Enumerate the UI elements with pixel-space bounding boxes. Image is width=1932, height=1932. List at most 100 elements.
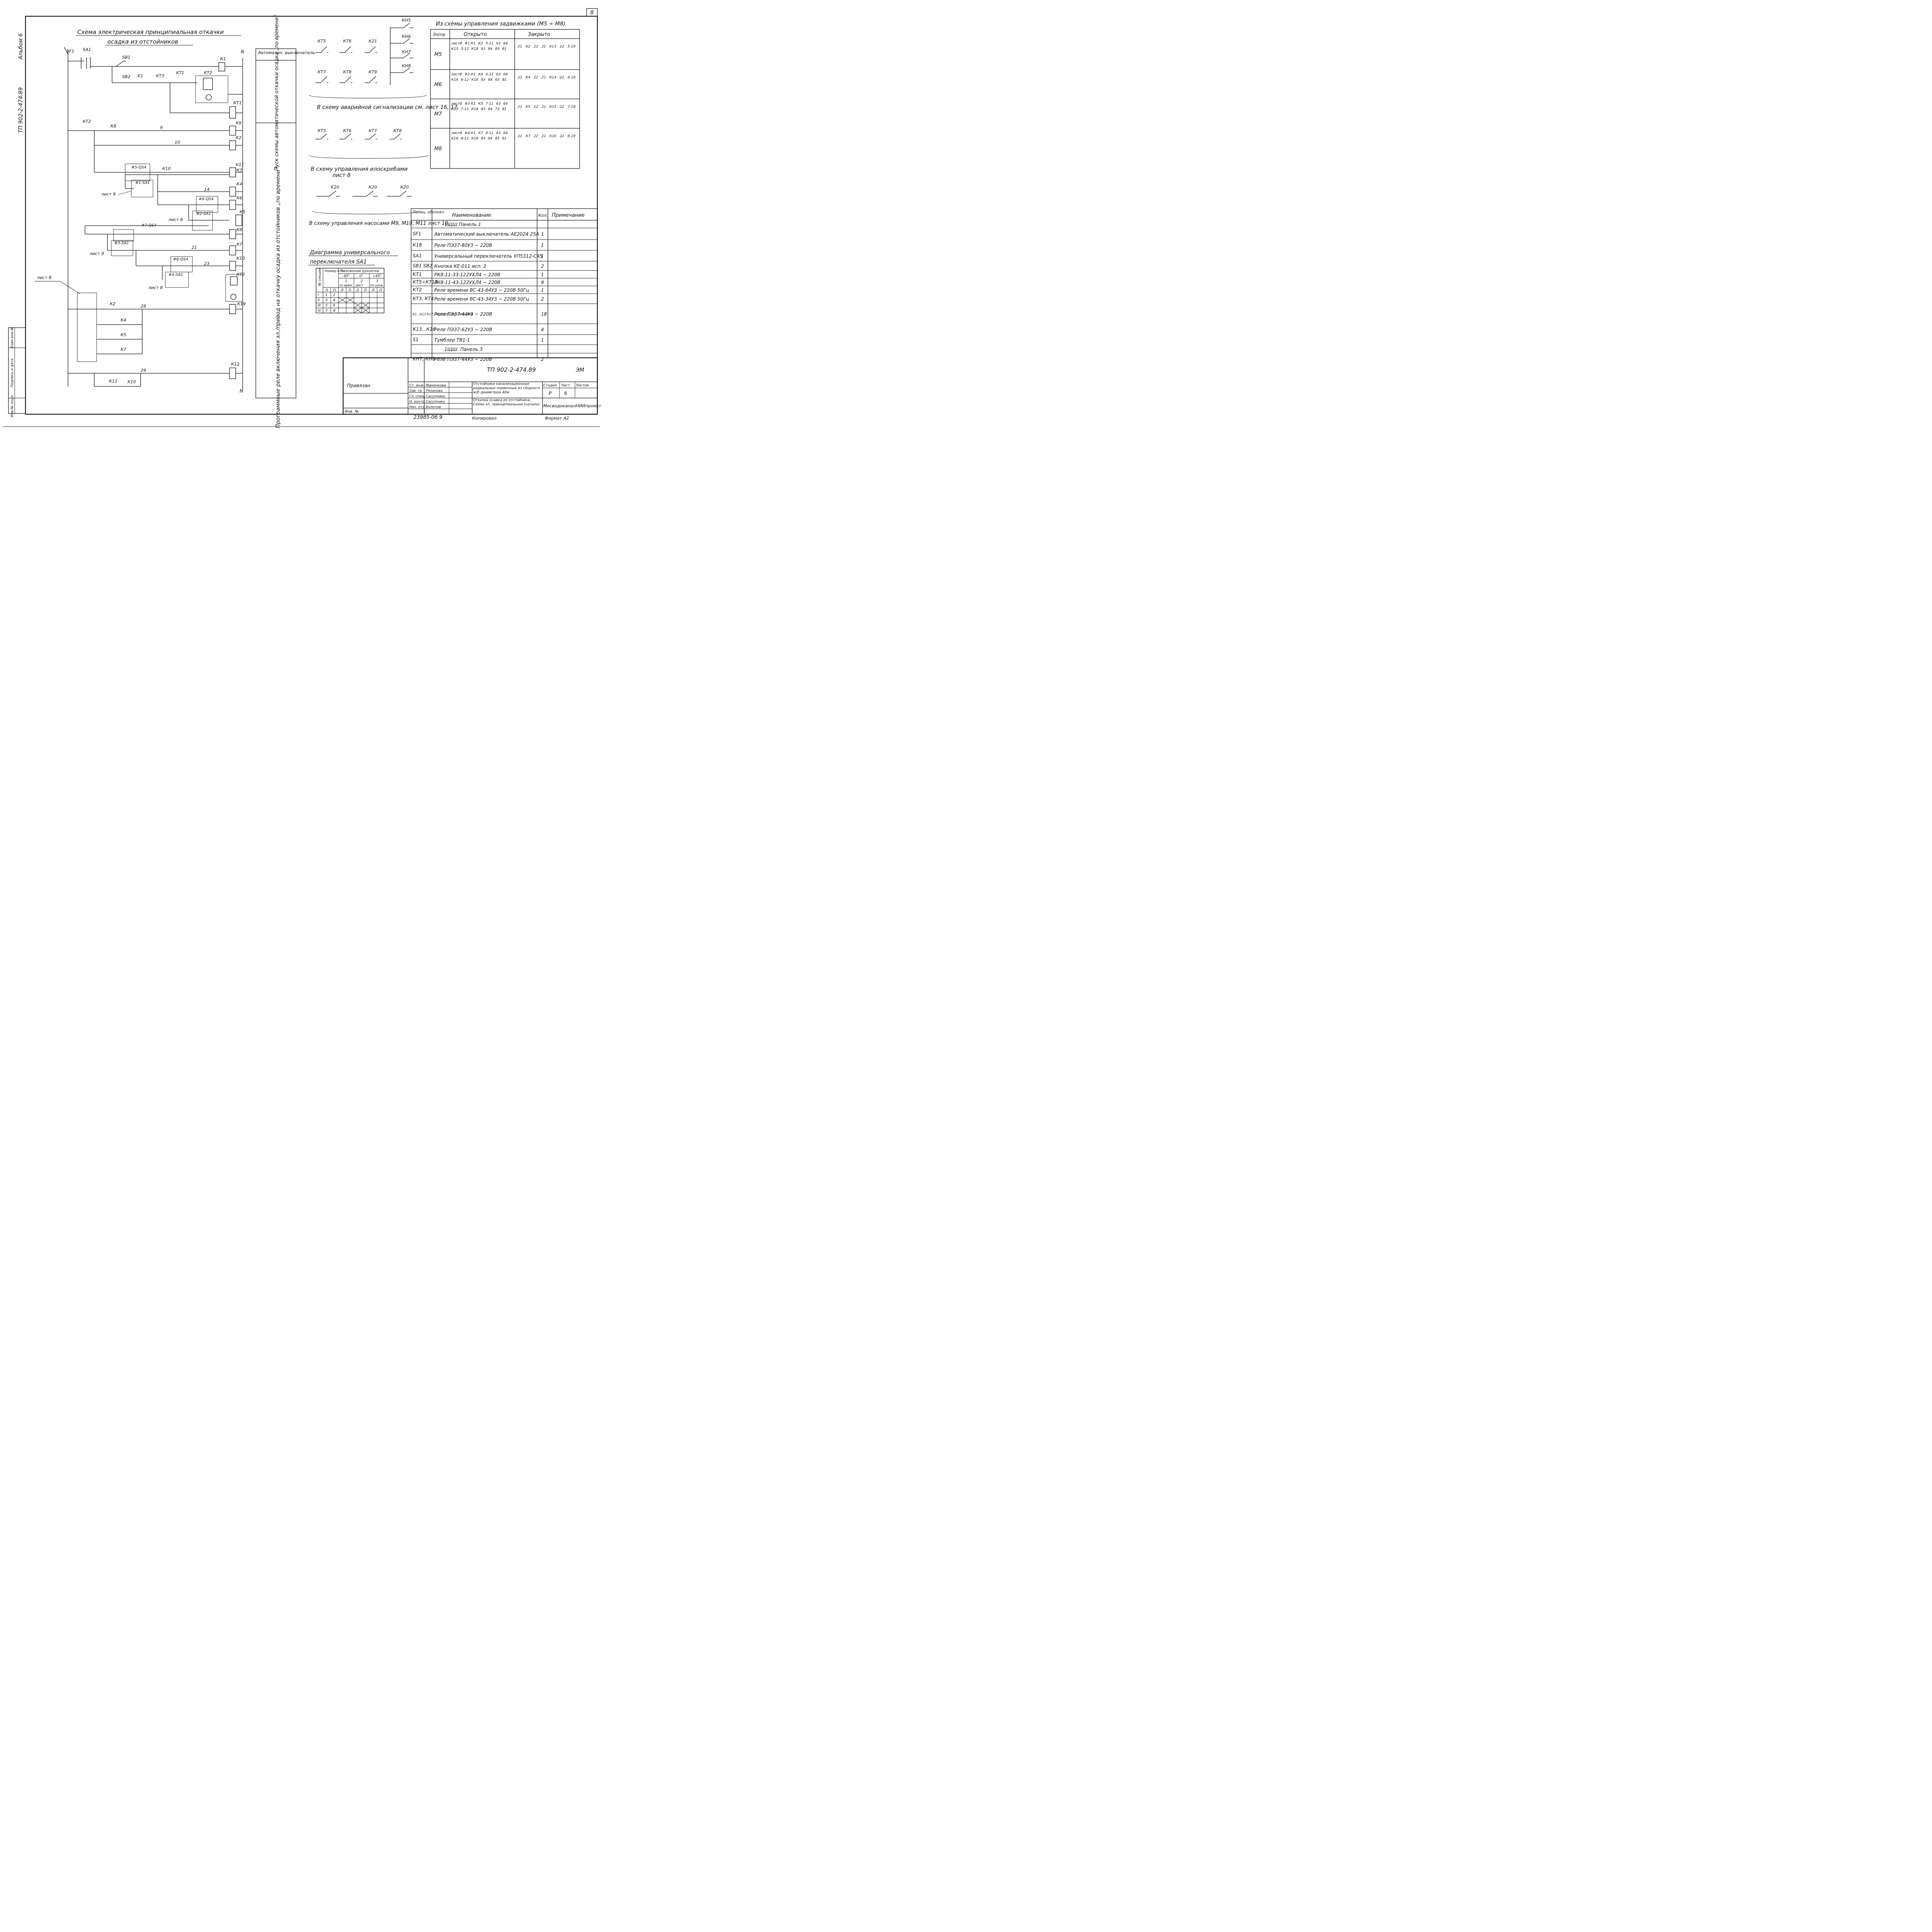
tb-stage: Р: [549, 391, 552, 396]
spec-row-name: Реле времени ВС-43-34У3 ~ 220В 50Гц: [434, 296, 529, 302]
sa1-row-contact-r: 4: [333, 299, 335, 303]
label-sb2: SB2: [122, 74, 131, 79]
kh7-label: КН7: [402, 49, 411, 54]
sheet-number-box: [586, 8, 598, 17]
spec-row-pos: К13...К16: [413, 327, 435, 332]
sa1-row-contact-l: 3: [325, 299, 328, 303]
spec-row-qty: 1: [541, 287, 544, 293]
wire-29: 29: [141, 368, 146, 373]
side-stamp-replace: Взам.инв.№: [10, 327, 14, 348]
sa1-closed-mark: [354, 302, 362, 308]
wire-21: 21: [192, 245, 197, 250]
sa1-pos-2: 0°: [359, 274, 363, 278]
spec-row-qty: 1: [541, 272, 544, 277]
spec-row-name: Реле времени ВС-43-64У3 ~ 220В 50Гц: [434, 287, 529, 293]
alarm-kt5: КТ5: [318, 128, 326, 133]
timer-contacts: КТ5 КТ6 К21 КТ7 КТ8 КТ9 КН5 КН6 КН7 КН8: [309, 18, 427, 99]
wire-10: 10: [175, 140, 180, 145]
coil-k19: К19: [237, 301, 246, 306]
alarm-kt8: КТ8: [393, 128, 402, 133]
diagram-title-line2: осадка из отстойников: [107, 38, 178, 45]
scraper-contacts: К20 К20 К20: [312, 185, 420, 214]
note-scrapers-sheet: лист 8: [332, 172, 350, 179]
coil-k3: К3: [236, 168, 242, 173]
sa1-sub-header: П: [349, 289, 351, 293]
valve-open-text: лист8 #1-К1 К2 5-11 63 64 К13 5-12 К18 8…: [451, 42, 508, 51]
valve-row-open: лист8 #3-К1 К5 7-11 63 64 К15 7-12 К18 8…: [451, 102, 508, 111]
tb-name-1: Рязанова: [426, 389, 442, 393]
valve-row-id: М7: [434, 111, 442, 117]
kt6-label: КТ6: [343, 39, 352, 44]
spec-row-pos: SB1 SB2: [413, 263, 432, 269]
valve-close-text: 21 К7 22 21 К16 22 8-19: [518, 134, 576, 138]
sa1-closed-mark: [361, 302, 370, 308]
sheet-number: 8: [590, 10, 594, 16]
tb-doc-number: 23985-06 9: [413, 415, 442, 420]
column-box-low: Программные реле включения эл./привод на…: [275, 167, 281, 428]
label-k10-a: К10: [162, 166, 171, 171]
valve-head-open: Открыто: [464, 32, 487, 37]
spec-head-qty: Кол.: [538, 213, 548, 218]
spec-row-pos: S1: [413, 337, 418, 342]
spec-row-qty: 2: [541, 264, 544, 269]
sa1-posnum-2: 2: [361, 279, 363, 283]
sa1-head-contact: Номер к-та: [325, 269, 345, 273]
valve-row-open: лист8 #4-К1 К7 8-11 63 64 К16 8-12 К18 8…: [451, 131, 508, 141]
sa1-row-contact-l: 5: [325, 304, 328, 308]
scraper-k20-c: К20: [400, 185, 409, 190]
alarm-kt7: КТ7: [369, 128, 377, 133]
sa1-posnum-1: 1: [345, 279, 347, 283]
spec-row-qty: 18: [541, 311, 547, 317]
sa1-row-section: II: [318, 299, 320, 303]
valve-close-text: 21 К4 22 21 К14 22 6-19: [518, 76, 576, 80]
qs5: #5-QS4: [131, 165, 146, 170]
spec-row-qty: 9: [541, 280, 544, 285]
tb-description-1: Отстойники канализационные радиальные пе…: [473, 382, 540, 395]
kh5-label: КН5: [402, 18, 411, 23]
sa1-closed-mark: [338, 297, 347, 303]
tb-stage-head: Стадия: [543, 384, 557, 388]
sa1-row-contact-l: 1: [325, 293, 328, 297]
label-k4-b: К4: [121, 318, 126, 323]
kh6-label: КН6: [402, 34, 411, 39]
tb-name-2: Сасупнаку: [426, 395, 446, 398]
sa1-note-1: по врем.: [339, 284, 353, 287]
spec-row-pos: К18: [413, 242, 422, 248]
tb-copied: Копировал: [472, 416, 497, 421]
kh8-label: КН8: [402, 63, 411, 68]
coil-k5: К5: [240, 209, 245, 214]
valve-head-close: Закрыто: [528, 32, 550, 37]
tb-description-2: Откачка осадка из отстойника. Схема эл. …: [473, 398, 540, 406]
spec-row-name: Универсальный переключатель УП5312-С45: [434, 253, 543, 259]
spec-head-pos: Позиц. обознач.: [413, 210, 445, 214]
valve-row-close: 21 К5 22 21 К15 22 7-19: [518, 105, 575, 109]
spec-row-name: Кнопка КЕ-011 исп. 2: [434, 264, 486, 269]
tb-role-0: Ст. инж.: [409, 384, 425, 388]
valve-row-close: 21 К2 22 21 К13 22 5-19: [518, 45, 575, 49]
label-kt1-contact: KT1: [176, 70, 184, 75]
spec-row-name: Тумблер ТВ1-1: [434, 337, 470, 343]
column-box-mid: Пуск схемы автоматической откачки осадка…: [274, 15, 280, 171]
label-kt2-head: KT2: [204, 70, 212, 75]
note-pumps: В схему управления насосами М9, М10, М11…: [309, 221, 450, 226]
coil-k2: К2: [236, 135, 242, 140]
tb-inv: Инв. №: [345, 410, 359, 414]
coil-k11: К11: [236, 162, 244, 167]
qs8: #8-QS4: [173, 257, 188, 262]
tb-role-1: Зав. гр.: [409, 389, 423, 393]
spec-row-qty: 1: [541, 231, 544, 237]
qs6: #6-QS4: [199, 197, 214, 201]
tb-format: Формат А2: [545, 416, 569, 421]
sa1-note-2: дист.: [355, 284, 364, 287]
rail-n-top: N: [241, 49, 244, 54]
label-kt2-a: КТ2: [83, 119, 91, 124]
spec-head-name: Наименование: [452, 213, 491, 218]
qs1: #1-SA1: [135, 181, 150, 185]
ref-sheet8-b: лист 8: [148, 285, 163, 290]
sa1-closed-mark: [346, 297, 354, 303]
sa1-sub-header: Л: [340, 289, 344, 293]
tb-role-3: Н. контр.: [409, 400, 426, 404]
spec-row-name: РК8-11-43-122УХЛ4 ~ 220В: [434, 280, 500, 285]
sa1-pos-1: -45°: [342, 274, 350, 278]
coil-k7: К7: [236, 242, 242, 247]
